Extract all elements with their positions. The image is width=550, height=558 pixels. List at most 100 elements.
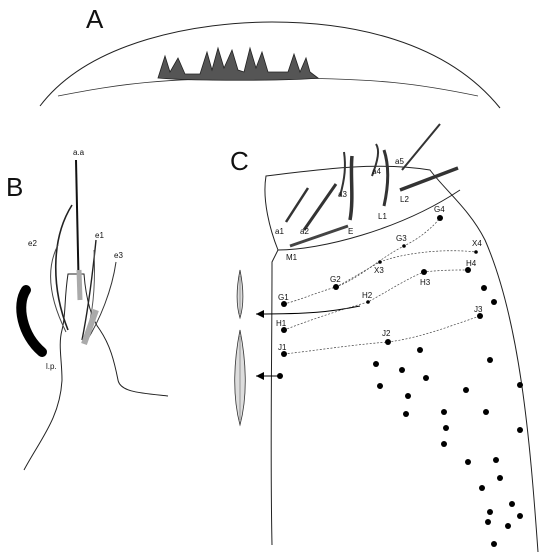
seta-dot xyxy=(417,347,423,353)
seta-dot xyxy=(483,409,489,415)
label-J1: J1 xyxy=(278,343,287,352)
seta-dot xyxy=(485,519,491,525)
seta-a5 xyxy=(401,123,441,171)
seta-dot xyxy=(517,427,523,433)
seta-dot xyxy=(493,457,499,463)
seta-dot xyxy=(517,382,523,388)
seta-a3 xyxy=(339,151,346,197)
dot-J3 xyxy=(477,313,483,319)
seta-dot xyxy=(509,501,515,507)
label-J3: J3 xyxy=(474,305,483,314)
label-H4: H4 xyxy=(466,259,477,268)
seta-dot xyxy=(487,509,493,515)
seta-dot xyxy=(491,299,497,305)
seta-a1 xyxy=(284,187,310,223)
label-e2: e2 xyxy=(28,239,37,248)
label-e3: e3 xyxy=(114,251,123,260)
label-a5: a5 xyxy=(395,157,404,166)
label-aa: a.a xyxy=(73,148,85,157)
seta-dot xyxy=(405,393,411,399)
label-a1: a1 xyxy=(275,227,284,236)
row-H xyxy=(283,269,469,331)
seta-dot xyxy=(505,523,511,529)
dot-J1 xyxy=(281,351,287,357)
segment-outline xyxy=(264,165,539,553)
label-G2: G2 xyxy=(330,275,341,284)
seta-dot xyxy=(481,285,487,291)
seta-dot xyxy=(465,459,471,465)
label-J2: J2 xyxy=(382,329,391,338)
scattered-setae xyxy=(373,285,523,547)
arrow-lower-head xyxy=(256,372,264,380)
seta-dot xyxy=(497,475,503,481)
row-G xyxy=(283,217,441,305)
panel-b: B a.a e2 e1 e3 l.p. xyxy=(6,148,169,471)
dot-G4 xyxy=(437,215,443,221)
label-M1: M1 xyxy=(286,253,298,262)
seta-e1 xyxy=(81,239,97,341)
label-a3: a3 xyxy=(338,190,347,199)
dot-H2 xyxy=(366,300,370,304)
dot-lower-left xyxy=(277,373,283,379)
label-H2: H2 xyxy=(362,291,373,300)
arrow-upper-head xyxy=(256,310,264,318)
panel-b-letter: B xyxy=(6,172,23,202)
head-inner-edge xyxy=(277,189,461,251)
seta-dot xyxy=(403,411,409,417)
isolated-setae xyxy=(234,269,246,427)
seta-dot xyxy=(479,485,485,491)
seta-aa-base xyxy=(76,269,83,301)
seta-dot xyxy=(441,441,447,447)
seta-dot xyxy=(441,409,447,415)
seta-dot xyxy=(517,513,523,519)
panel-c-letter: C xyxy=(230,146,249,176)
seta-M1 xyxy=(289,224,349,248)
seta-L2 xyxy=(399,166,459,192)
arrow-upper xyxy=(255,305,361,315)
label-L1: L1 xyxy=(378,212,387,221)
label-H3: H3 xyxy=(420,278,431,287)
label-G3: G3 xyxy=(396,234,407,243)
dot-G2 xyxy=(333,284,339,290)
dot-H1 xyxy=(281,327,287,333)
named-setae xyxy=(277,215,483,379)
seta-e2 xyxy=(54,204,73,331)
dot-J2 xyxy=(385,339,391,345)
label-e1: e1 xyxy=(95,231,104,240)
label-X3: X3 xyxy=(374,266,384,275)
seta-E xyxy=(348,155,354,221)
lateral-process xyxy=(16,285,47,357)
panel-a-letter: A xyxy=(86,4,104,34)
label-lp: l.p. xyxy=(46,362,57,371)
dot-H3 xyxy=(421,269,427,275)
dot-H4 xyxy=(465,267,471,273)
label-a4: a4 xyxy=(372,167,381,176)
seta-dot xyxy=(423,375,429,381)
label-G1: G1 xyxy=(278,293,289,302)
seta-dot xyxy=(491,541,497,547)
label-a2: a2 xyxy=(300,227,309,236)
dot-X4 xyxy=(474,250,478,254)
labral-teeth xyxy=(157,46,320,81)
label-X4: X4 xyxy=(472,239,482,248)
seta-dot xyxy=(443,425,449,431)
dot-G3 xyxy=(402,244,406,248)
label-E: E xyxy=(348,227,353,236)
label-H1: H1 xyxy=(276,319,287,328)
seta-dot xyxy=(487,357,493,363)
dot-X3 xyxy=(378,260,382,264)
seta-a4 xyxy=(371,143,380,177)
dot-G1 xyxy=(281,301,287,307)
labral-inner-line xyxy=(57,77,479,97)
panel-a: A xyxy=(39,4,501,109)
label-L2: L2 xyxy=(400,195,409,204)
macrochaetae xyxy=(284,123,459,248)
seta-e2-inner xyxy=(50,244,67,333)
seta-e3-base xyxy=(81,309,99,345)
seta-dot xyxy=(373,361,379,367)
label-G4: G4 xyxy=(434,205,445,214)
panel-c: C a1 a2 a3 a4 a5 E L1 L2 M1 xyxy=(230,123,539,553)
row-X xyxy=(335,250,477,288)
seta-dot xyxy=(399,367,405,373)
